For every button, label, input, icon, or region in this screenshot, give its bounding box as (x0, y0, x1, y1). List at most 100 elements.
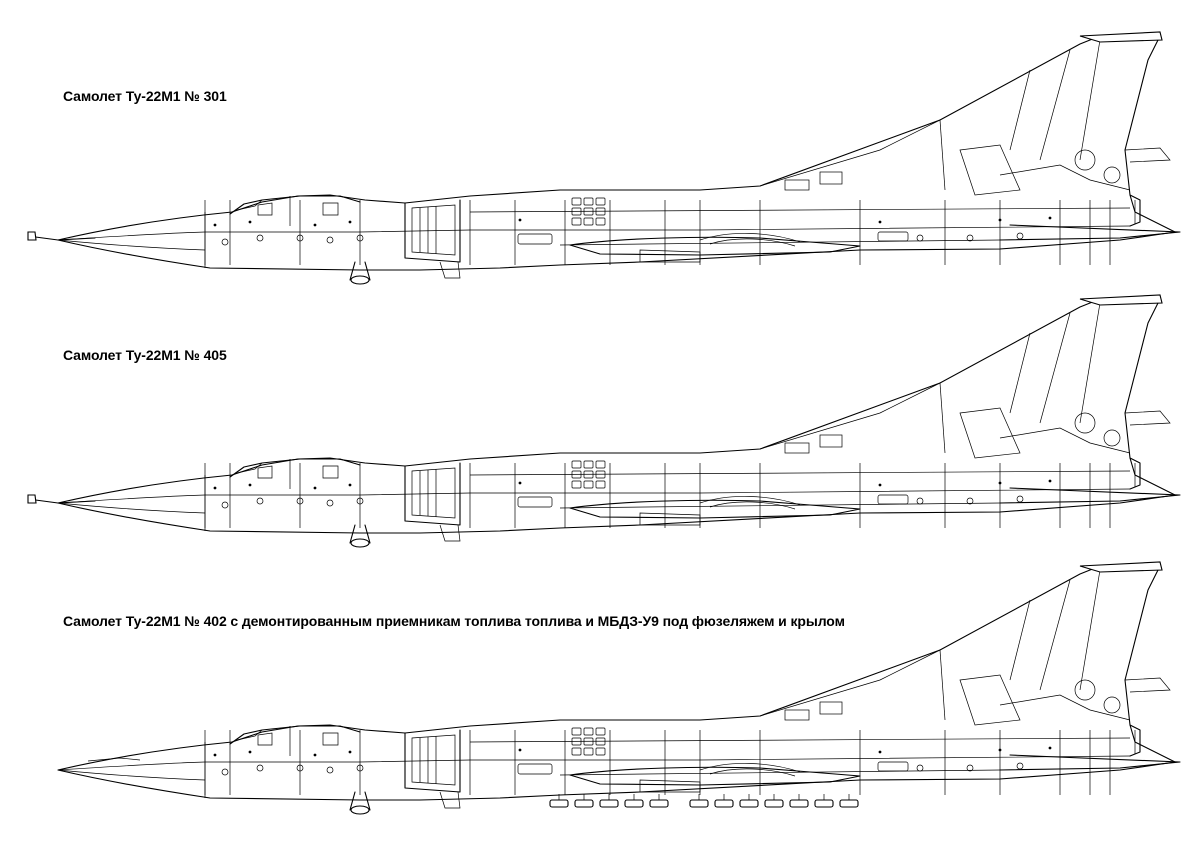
avionics-panel (595, 460, 606, 469)
tail-turret-line (999, 694, 1131, 721)
access-hatch (966, 764, 974, 772)
fuselage-outline (57, 565, 1176, 801)
dorsal-spine (759, 119, 941, 187)
nose-gear-wheel (350, 275, 370, 285)
canopy-frame (236, 729, 263, 741)
access-hatch (916, 234, 924, 242)
rivet-dot (248, 483, 252, 487)
access-hatch (221, 238, 229, 246)
fin-root-line (939, 119, 946, 191)
canopy-outline (229, 195, 361, 215)
probe-tip (27, 231, 37, 241)
rivet-dot (878, 750, 882, 754)
avionics-panel (595, 197, 606, 206)
fin-tip-antenna (1079, 31, 1163, 43)
canopy-outline (229, 458, 361, 478)
radome-seam (57, 502, 206, 514)
nose-gear-strut (349, 791, 371, 811)
rivet-dot (1048, 216, 1052, 220)
spine-panel (784, 709, 810, 721)
dorsal-spine (759, 649, 941, 717)
tail-radar-dome (1074, 149, 1096, 171)
aircraft-side-view-402 (57, 561, 1181, 815)
avionics-panel (583, 197, 594, 206)
tail-turret-line (999, 164, 1131, 191)
main-gear-fairing (639, 779, 701, 793)
rudder-lines (1009, 39, 1101, 161)
horizontal-stabilizer (999, 754, 1181, 771)
access-panel (517, 233, 553, 245)
tail-sensor (1103, 429, 1121, 447)
avionics-panel (571, 207, 582, 216)
mbdz-u9-rack (739, 799, 759, 808)
fuselage-lower-line (559, 502, 1001, 509)
rivet-dot (518, 748, 522, 752)
cockpit-window (257, 465, 273, 479)
tail-turret-line (999, 427, 1131, 454)
avionics-panel (571, 470, 582, 479)
fuselage-mid-line (205, 225, 1131, 233)
fin-root-line (939, 382, 946, 454)
refueling-probe (27, 498, 96, 504)
nose-gear-strut (349, 524, 371, 544)
avionics-panel (583, 217, 594, 226)
rivet-dot (998, 481, 1002, 485)
access-hatch (966, 234, 974, 242)
aircraft-outline-group (27, 31, 1181, 285)
canopy-frame (236, 462, 263, 474)
aircraft-side-view-405 (27, 294, 1181, 548)
rivet-dot (348, 750, 352, 754)
avionics-panel (595, 217, 606, 226)
cockpit-window (257, 202, 273, 216)
wing-pivot-fairing-inner (709, 238, 796, 247)
avionics-panel (583, 207, 594, 216)
avionics-panel (583, 737, 594, 746)
fuselage-upper-line (469, 470, 1131, 476)
mbdz-u9-rack (599, 799, 619, 808)
tail-cone-gun-fairing (1124, 677, 1171, 693)
tail-sensor (1103, 696, 1121, 714)
access-panel (877, 761, 909, 772)
spine-panel (784, 179, 810, 191)
access-hatch (916, 497, 924, 505)
horizontal-stabilizer (999, 224, 1181, 241)
tail-radar-dome (1074, 412, 1096, 434)
fin-tip-antenna (1079, 294, 1163, 306)
drawing-caption-405: Самолет Ту-22М1 № 405 (63, 347, 227, 363)
intake-doors (419, 736, 437, 784)
access-hatch (356, 497, 364, 505)
fuselage-upper-line (469, 207, 1131, 213)
main-gear-fairing (639, 249, 701, 263)
fin-root-line (939, 649, 946, 721)
swing-wing (569, 236, 861, 256)
avionics-panel (571, 737, 582, 746)
wing-pivot-fairing (699, 763, 801, 773)
access-panel (877, 231, 909, 242)
rudder-lines (1009, 569, 1101, 691)
avionics-panel (595, 207, 606, 216)
wing-pivot-fairing (699, 233, 801, 243)
cockpit-window-rear (322, 732, 339, 746)
rivet-dot (248, 750, 252, 754)
probe-tip (27, 494, 37, 504)
access-hatch (221, 768, 229, 776)
access-hatch (296, 497, 304, 505)
radome-seam (57, 239, 206, 251)
refueling-probe (27, 235, 96, 241)
drawing-caption-402: Самолет Ту-22М1 № 402 с демонтированным … (63, 613, 845, 629)
access-hatch (326, 236, 334, 244)
canopy-outline (229, 725, 361, 745)
avionics-panel (571, 460, 582, 469)
fuselage-outline (57, 298, 1176, 534)
intake-ramp (411, 467, 456, 519)
fuselage-lower-line (559, 239, 1001, 246)
gear-door (439, 261, 461, 279)
rivet-dot (998, 218, 1002, 222)
avionics-panel (583, 460, 594, 469)
rivet-dot (248, 220, 252, 224)
avionics-panel (595, 470, 606, 479)
swing-wing (569, 766, 861, 786)
mbdz-u9-rack (649, 799, 669, 808)
fuselage-upper-line (469, 737, 1131, 743)
avionics-panel (595, 727, 606, 736)
